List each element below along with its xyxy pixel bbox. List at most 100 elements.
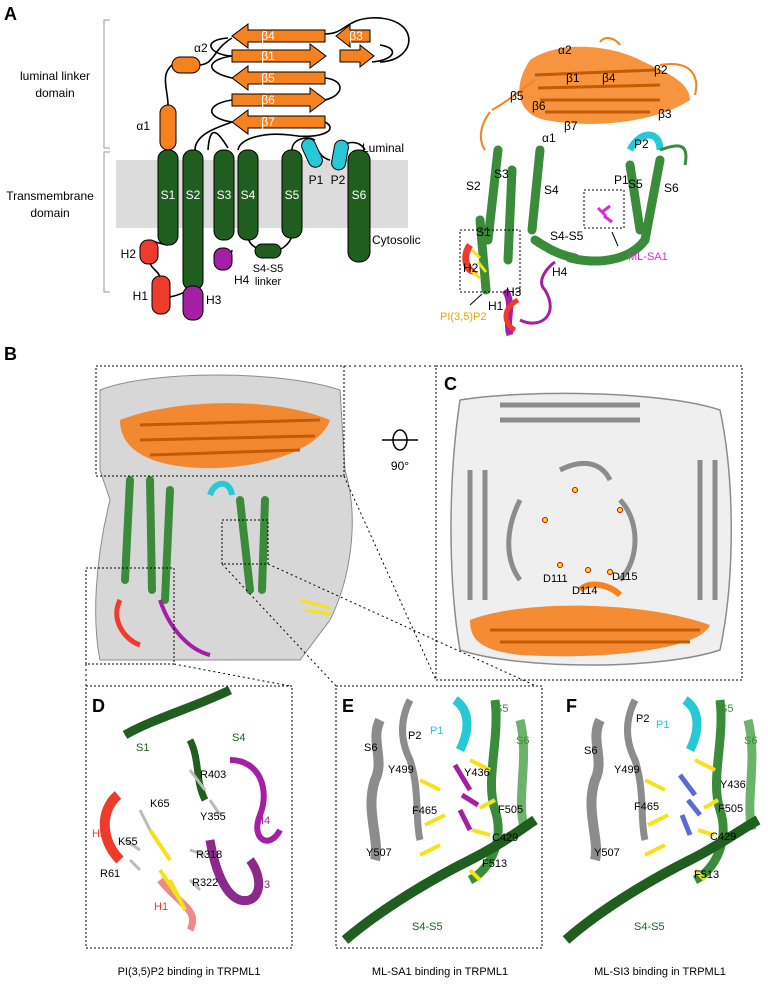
e-mlsa1-ligand (452, 763, 480, 832)
luminal-bracket (103, 19, 110, 149)
beta-strands (231, 23, 375, 135)
e-s6-gray-helix (366, 717, 385, 862)
f-f465: F465 (634, 801, 659, 813)
c-aspartate-sticks (542, 487, 623, 575)
panel-d: D S1 S4 R403 K65 Y355 H2 H4 K55 R318 R61… (85, 685, 293, 978)
panel-c: C D111 D114 D115 (435, 365, 743, 681)
f-s6a: S6 (584, 745, 597, 757)
s-s4s5: S4-S5 (550, 229, 584, 243)
h4-label: H4 (234, 273, 250, 287)
alpha1-helix (159, 104, 177, 151)
s1-label: S1 (161, 188, 176, 202)
beta2-arrow (339, 43, 375, 69)
h2-label: H2 (121, 247, 137, 261)
e-s6a: S6 (364, 742, 377, 754)
beta5-arrow (231, 65, 326, 91)
e-s4s5-helix (341, 815, 538, 944)
beta3-label: β3 (349, 29, 363, 43)
h3-helix (182, 285, 204, 321)
e-s6b: S6 (516, 735, 529, 747)
luminal-linker-label: luminal linker (20, 69, 90, 83)
f-y499: Y499 (614, 764, 640, 776)
s3-label: S3 (217, 188, 232, 202)
s3-segment (213, 149, 235, 241)
cytosolic-label: Cytosolic (372, 233, 421, 247)
f-y436: Y436 (720, 779, 746, 791)
f-p2-helix (624, 698, 649, 841)
e-s4s5: S4-S5 (412, 921, 443, 933)
beta5-label: β5 (261, 71, 275, 85)
pip2-site-box (459, 229, 521, 293)
s3-cartoon (503, 165, 517, 265)
transmembrane-label-2: domain (30, 206, 69, 220)
panel-d-box (85, 685, 293, 949)
sheet-strands (139, 418, 321, 457)
beta1-label: β1 (261, 49, 275, 63)
d-h4: H4 (256, 815, 270, 827)
s-s1: S1 (476, 225, 491, 239)
h1-label: H1 (133, 289, 149, 303)
f-s4s5-helix (562, 815, 761, 944)
s4s5-linker-helix (254, 243, 282, 259)
s1-segment (157, 149, 179, 246)
c-d111: D111 (543, 573, 568, 585)
tm-helices-cartoon (475, 145, 665, 295)
d-r318: R318 (196, 849, 222, 861)
e-y507: Y507 (366, 847, 392, 859)
s-beta2: β2 (654, 63, 668, 77)
d-k65: K65 (150, 798, 170, 810)
luminal-linker-label-2: domain (35, 86, 74, 100)
panel-b: B (4, 344, 537, 687)
tm-segments (157, 149, 371, 291)
c-tetramer-top-view (450, 392, 732, 666)
c-orange-helix (577, 581, 623, 598)
f-s6b: S6 (744, 735, 757, 747)
d-h1: H1 (154, 901, 168, 913)
panel-c-letter: C (444, 374, 457, 394)
s4s5-linker-label-2: linker (255, 276, 282, 288)
d-k55: K55 (118, 836, 138, 848)
s2-label: S2 (186, 188, 201, 202)
d-y355: Y355 (200, 811, 226, 823)
panel-a-structure: α2 β1 β4 β2 β3 β5 β6 β7 α1 P2 P1 S5 S6 S… (440, 37, 698, 337)
s-h3: H3 (506, 285, 522, 299)
d-s4-helix (186, 738, 209, 802)
beta4-arrow (231, 23, 326, 49)
panel-f-letter: F (566, 696, 577, 716)
s-mlsa1: ML-SA1 (628, 251, 668, 263)
f-f513: F513 (694, 869, 719, 881)
structure-labels: α2 β1 β4 β2 β3 β5 β6 β7 α1 P2 P1 S5 S6 S… (440, 43, 679, 323)
mlsa1-ligand (596, 204, 613, 224)
e-s5: S5 (495, 703, 508, 715)
d-residue-sticks (124, 769, 222, 892)
b-luminal-box (95, 365, 345, 477)
panel-a-letter: A (4, 4, 17, 24)
b-green-helices (121, 476, 269, 604)
s5-cartoon (625, 160, 645, 235)
luminal-label: Luminal (362, 141, 404, 155)
e-caption: ML-SA1 binding in TRPML1 (372, 966, 508, 978)
e-f505: F505 (498, 804, 523, 816)
transmembrane-bracket (103, 151, 110, 293)
s4-label: S4 (241, 188, 256, 202)
s-s4: S4 (544, 183, 559, 197)
panel-c-box (435, 365, 743, 681)
d-s1-helix (122, 685, 233, 739)
s-pip2: PI(3,5)P2 (440, 311, 486, 323)
s5-label: S5 (285, 188, 300, 202)
s-s2: S2 (466, 179, 481, 193)
h3-label: H3 (206, 293, 222, 307)
s6-segment (347, 149, 371, 263)
s4s5-cartoon (530, 235, 580, 263)
panel-e: E S5 P2 P1 S6 S6 Y499 Y436 F465 F505 C42… (335, 685, 543, 978)
d-pip2-ligand (148, 828, 187, 911)
d-h1-helix (157, 877, 197, 932)
s4-cartoon (527, 145, 545, 235)
h1-cartoon (503, 297, 520, 333)
s-h4: H4 (552, 265, 568, 279)
d-h2: H2 (92, 828, 106, 840)
rotation-label: 90° (391, 459, 409, 473)
s-beta4: β4 (602, 71, 616, 85)
e-p1: P1 (430, 725, 443, 737)
beta6-label: β6 (261, 93, 275, 107)
